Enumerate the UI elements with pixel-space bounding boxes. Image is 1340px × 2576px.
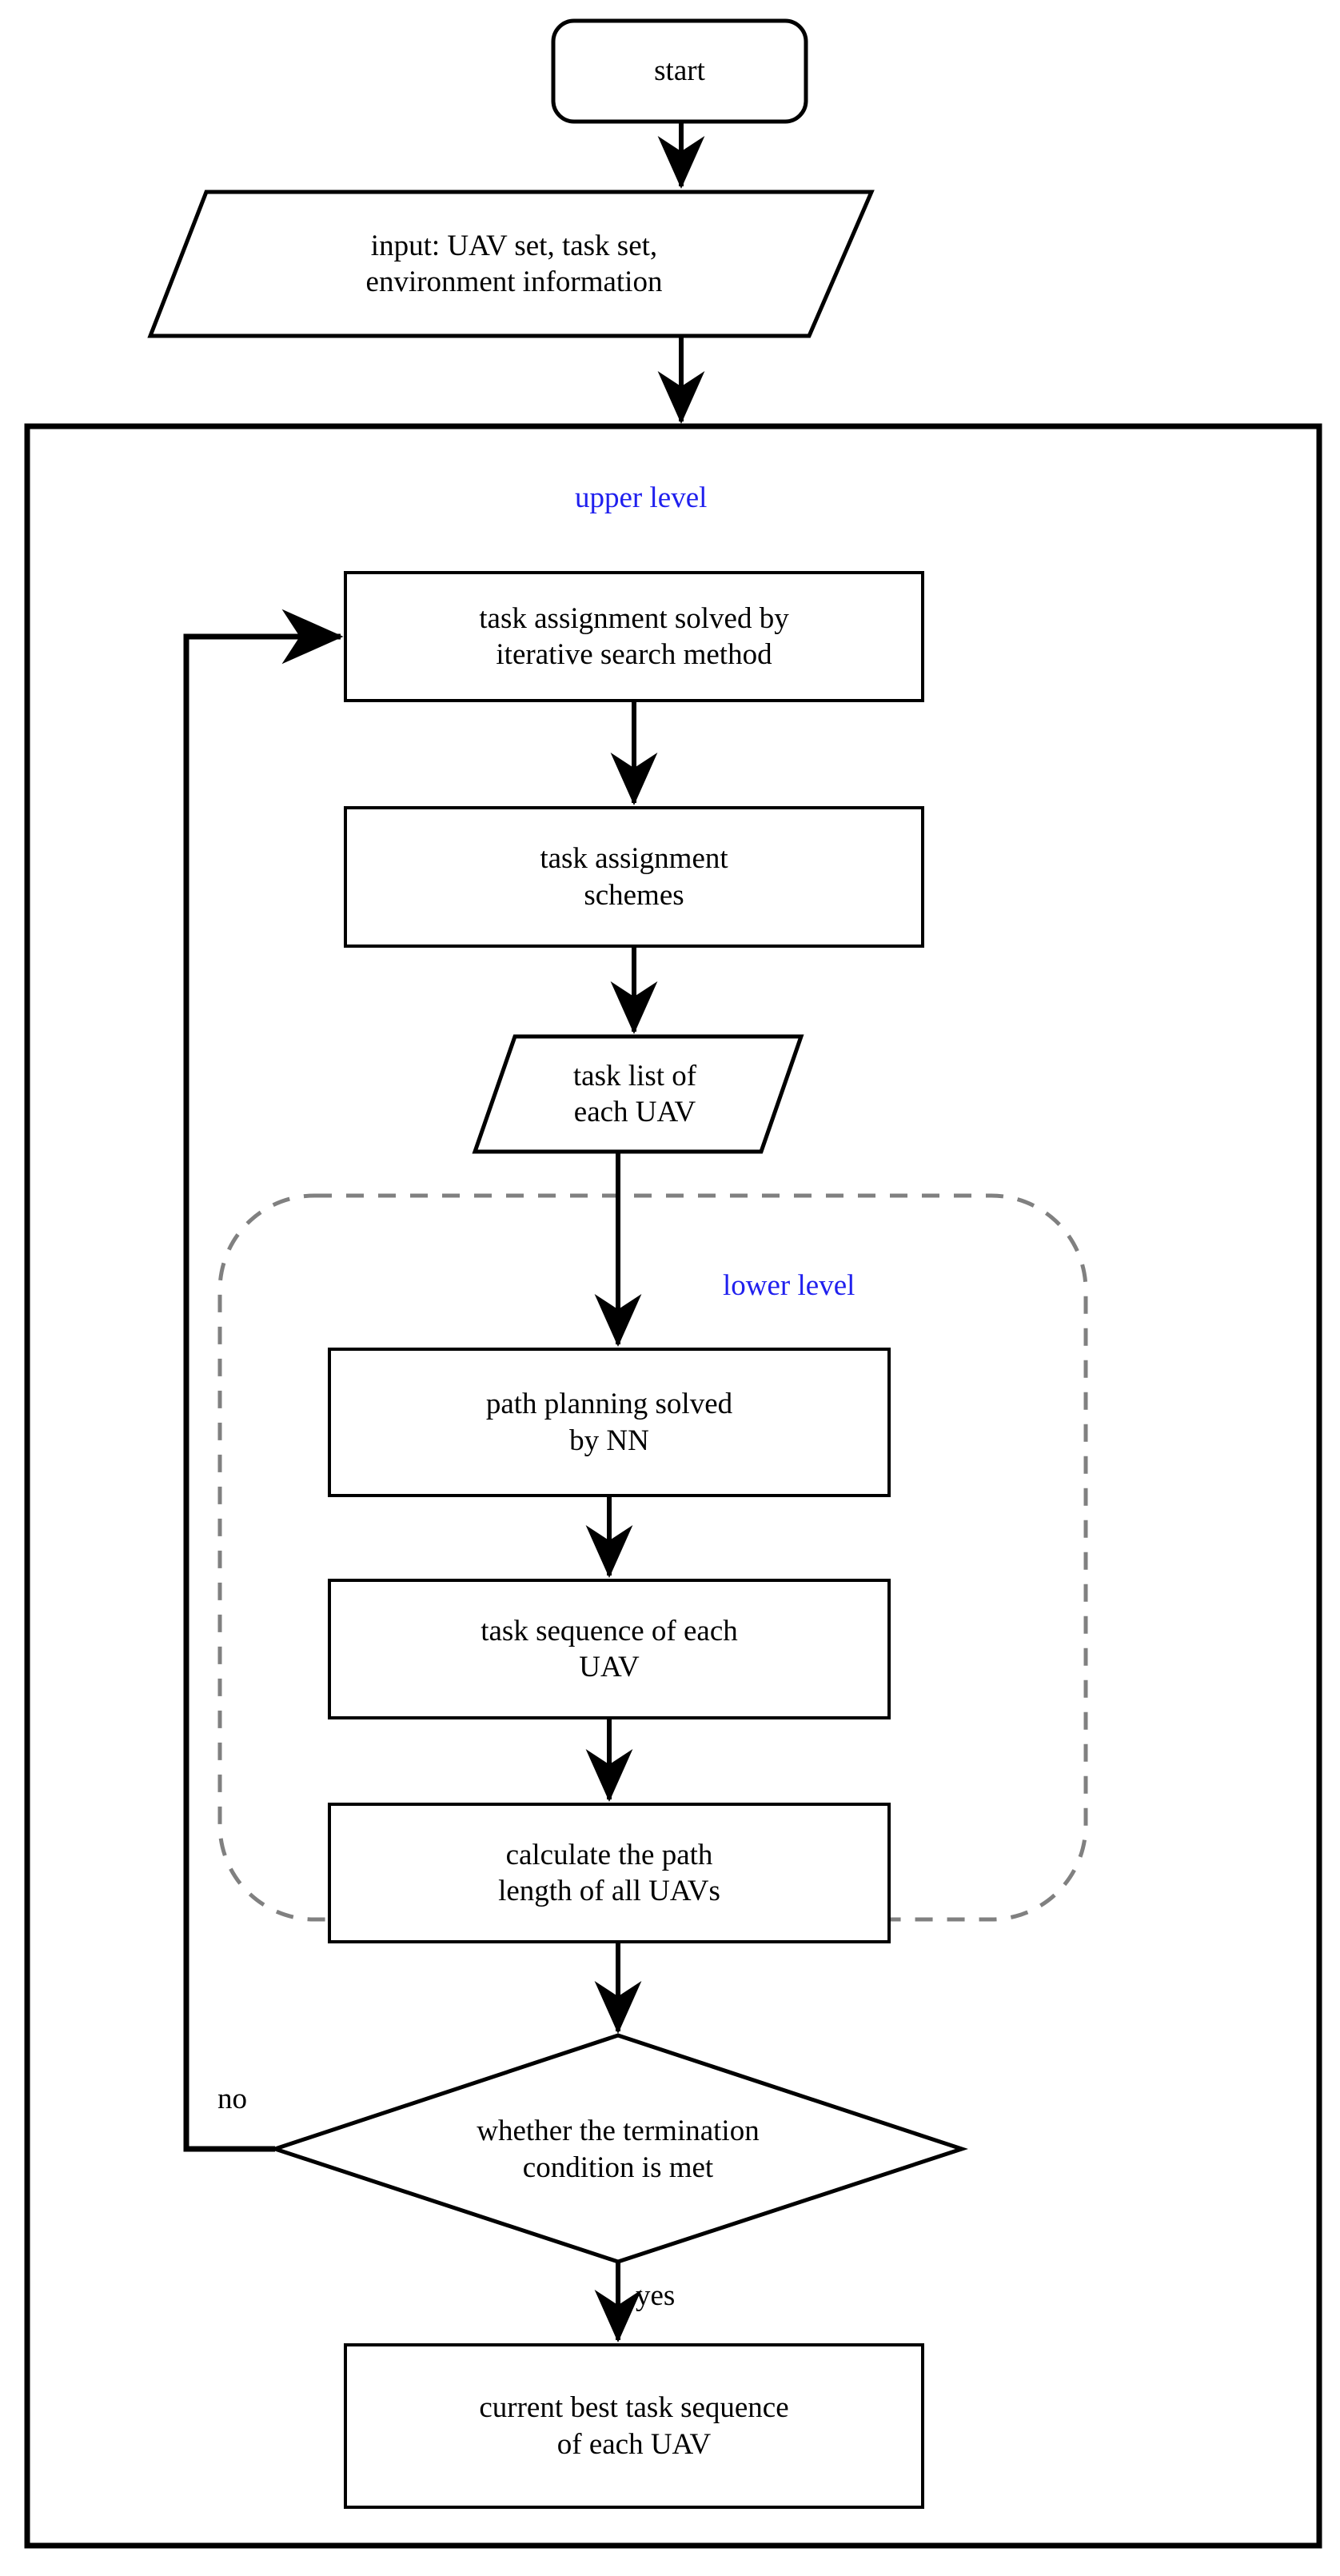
start-node [551,18,808,124]
lower-level-label: lower level [723,1269,855,1302]
edge-label-no: no [217,2083,247,2115]
lower-level-container [217,1193,1088,1922]
calculate-path-length-node [328,1803,891,1943]
termination-decision-node [269,2033,968,2264]
task-assignment-solve-node [344,571,924,702]
task-list-node [472,1034,804,1154]
edge-label-yes: yes [636,2279,676,2312]
upper-level-container [24,423,1322,2549]
input-node [147,190,875,338]
task-sequence-node [328,1579,891,1719]
task-assignment-schemes-node [344,806,924,948]
edge-decision-no-feedback [183,609,344,2152]
best-sequence-node [344,2343,924,2509]
path-planning-node [328,1348,891,1497]
upper-level-label: upper level [575,481,708,514]
